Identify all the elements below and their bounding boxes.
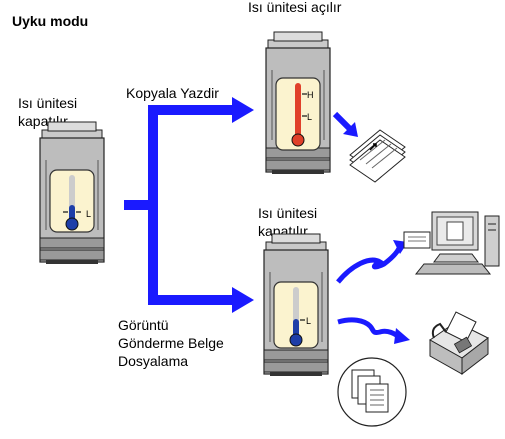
copier-top — [265, 31, 331, 175]
bottom-state-line1: Isı ünitesi — [258, 205, 318, 221]
bottom-thermo-low: L — [306, 316, 311, 326]
top-thermo-low: L — [307, 112, 312, 122]
arrow-trunk-vertical — [148, 105, 158, 305]
top-state-label: Isı ünitesi açılır — [248, 0, 342, 15]
route-arrows — [124, 97, 254, 313]
printed-pages-icon — [349, 129, 406, 183]
arrow-bottom-shaft — [148, 295, 234, 305]
left-state-line1: Isı ünitesi — [18, 95, 78, 111]
diagram-title: Uyku modu — [12, 13, 89, 29]
computer-icon — [403, 211, 500, 275]
arrow-top-head — [232, 97, 254, 123]
copy-print-label: Kopyala Yazdir — [126, 85, 219, 101]
send-file-line2: Gönderme Belge — [118, 335, 224, 351]
arrow-bottom-head — [232, 287, 254, 313]
send-file-line1: Görüntü — [118, 317, 169, 333]
arrow-top-shaft — [148, 105, 234, 115]
print-output-arrow — [332, 111, 358, 137]
send-arrow-to-pc — [336, 240, 408, 284]
copier-bottom — [263, 233, 329, 377]
send-arrow-to-fax — [337, 317, 410, 344]
fax-machine-icon — [429, 311, 489, 376]
copier-left — [39, 121, 105, 265]
stored-documents-icon — [337, 357, 407, 427]
left-thermo-low: L — [86, 209, 91, 219]
top-thermo-high: H — [307, 90, 314, 100]
arrow-trunk-horizontal — [124, 200, 154, 210]
send-file-line3: Dosyalama — [118, 353, 189, 369]
